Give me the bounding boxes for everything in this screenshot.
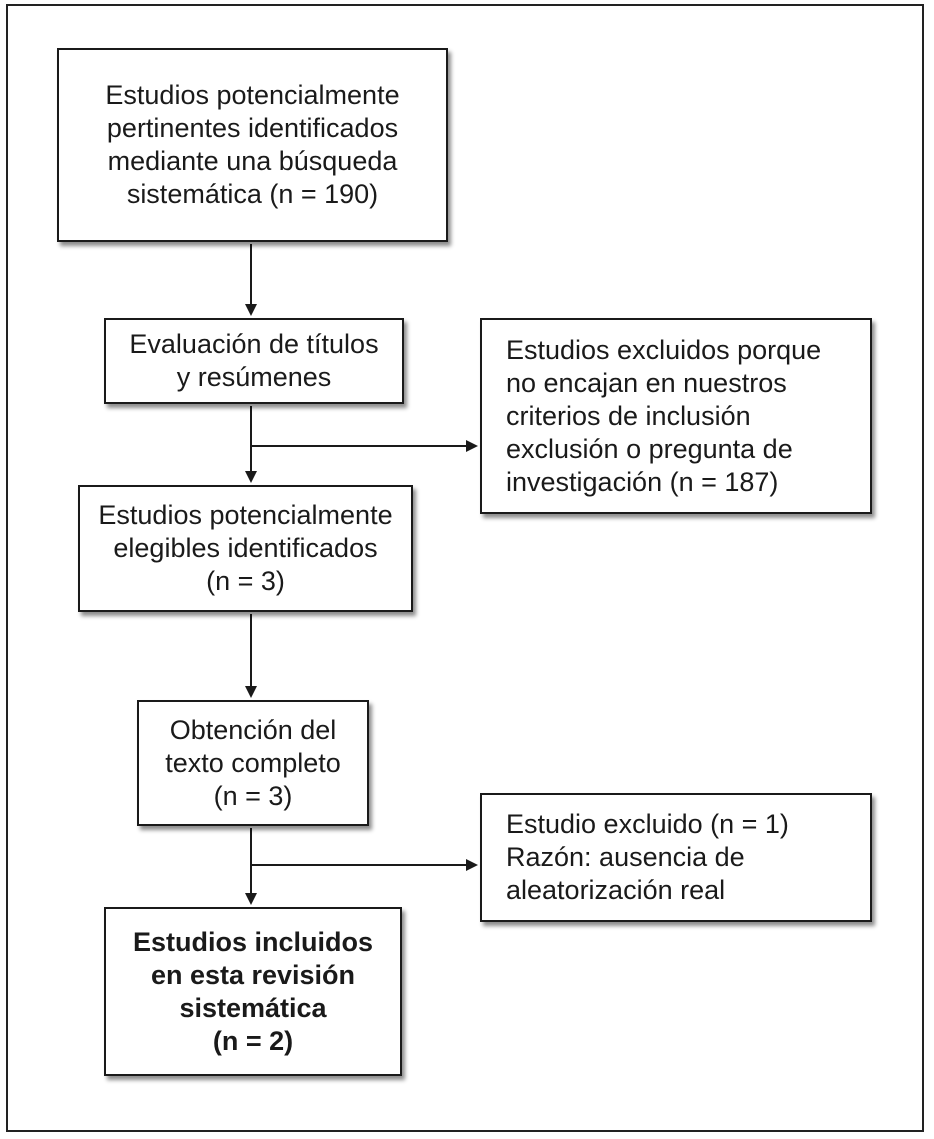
eligible-studies-text: Estudios potencialmente elegibles identi…: [98, 500, 393, 596]
full-text-box: Obtención del texto completo (n = 3): [137, 700, 369, 826]
excluded-full-text-box: Estudio excluido (n = 1) Razón: ausencia…: [480, 793, 872, 922]
identified-studies-text: Estudios potencialmente pertinentes iden…: [105, 80, 400, 209]
identified-studies-box: Estudios potencialmente pertinentes iden…: [57, 48, 448, 242]
screening-box: Evaluación de títulos y resúmenes: [104, 318, 404, 404]
eligible-studies-box: Estudios potencialmente elegibles identi…: [78, 485, 413, 612]
included-studies-text: Estudios incluidos en esta revisión sist…: [132, 926, 374, 1056]
excluded-screening-box: Estudios excluidos porque no encajan en …: [480, 318, 872, 514]
full-text-text: Obtención del texto completo (n = 3): [165, 714, 341, 811]
excluded-full-text-text: Estudio excluido (n = 1) Razón: ausencia…: [506, 809, 789, 905]
diagram-frame: [6, 4, 924, 1132]
included-studies-box: Estudios incluidos en esta revisión sist…: [104, 907, 402, 1076]
screening-text: Evaluación de títulos y resúmenes: [129, 329, 379, 392]
excluded-screening-text: Estudios excluidos porque no encajan en …: [506, 334, 822, 497]
